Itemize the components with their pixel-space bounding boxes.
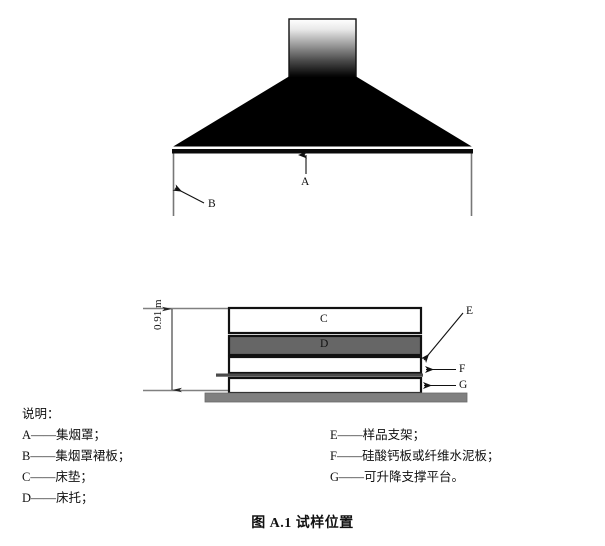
legend-item-c: C——床垫； <box>22 470 93 484</box>
hood-duct <box>288 18 357 78</box>
label-g: G <box>459 379 468 391</box>
legend-item-g: G——可升降支撑平台。 <box>330 470 465 484</box>
label-a: A <box>301 176 310 188</box>
label-c: C <box>320 313 328 325</box>
legend-heading: 说明： <box>22 407 60 421</box>
legend-left-column: 说明： A——集烟罩； B——集烟罩裙板； C——床垫； D——床托； <box>22 404 130 509</box>
exhaust-hood-assembly <box>172 18 473 216</box>
specimen-stack-assembly <box>143 306 468 403</box>
floor-slab <box>204 392 468 403</box>
label-e: E <box>466 305 474 317</box>
bed-base-block-d <box>227 334 423 357</box>
legend-item-d: D——床托； <box>22 491 94 505</box>
label-f: F <box>459 363 466 375</box>
callout-e-leader <box>420 312 464 364</box>
legend-right-column: E——样品支架； F——硅酸钙板或纤维水泥板； G——可升降支撑平台。 <box>330 425 499 488</box>
support-platform-g <box>227 376 423 395</box>
legend-item-e: E——样品支架； <box>330 428 426 442</box>
hood-skirt-band <box>172 149 473 154</box>
dimension-label-0-91m: 0.91 m <box>152 299 164 330</box>
mattress-block-c <box>227 306 423 335</box>
label-b: B <box>208 198 216 210</box>
board-plate-f <box>216 373 423 377</box>
legend-item-a: A——集烟罩； <box>22 428 107 442</box>
specimen-support-frame-e <box>227 355 423 375</box>
legend-item-f: F——硅酸钙板或纤维水泥板； <box>330 449 500 463</box>
label-d: D <box>320 338 329 350</box>
legend-item-b: B——集烟罩裙板； <box>22 449 131 463</box>
hood-canopy <box>173 76 472 147</box>
callout-b-leader <box>172 184 205 204</box>
figure-caption: 图 A.1 试样位置 <box>251 516 354 531</box>
